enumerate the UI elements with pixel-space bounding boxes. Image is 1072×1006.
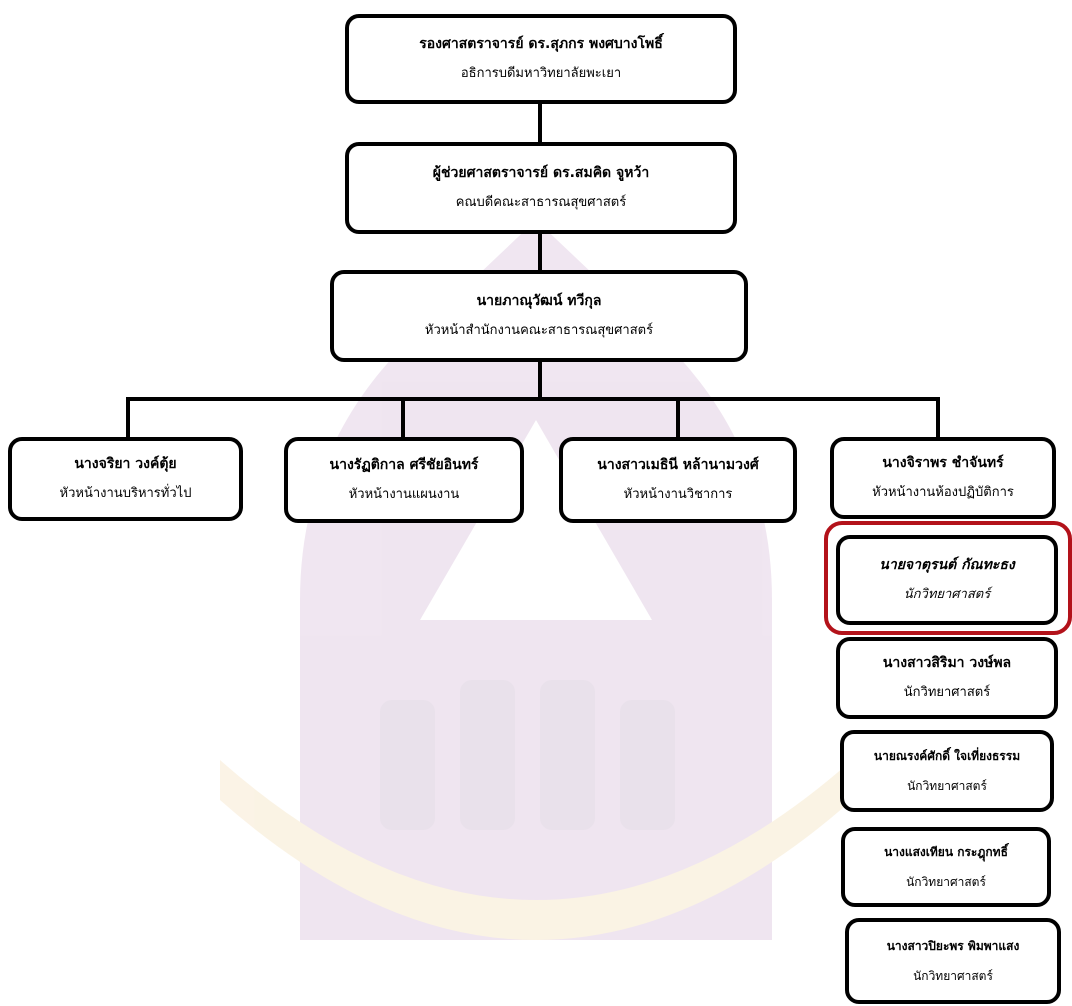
node-name: นายจาตุรนต์ กัณทะธง — [879, 557, 1015, 573]
org-node-university-president: รองศาสตราจารย์ ดร.สุภกร พงศบางโพธิ์ อธิก… — [345, 14, 737, 104]
node-title: หัวหน้างานบริหารทั่วไป — [59, 486, 192, 501]
node-title: หัวหน้างานวิชาการ — [623, 487, 733, 502]
connector-line — [126, 397, 130, 439]
connector-line — [676, 397, 680, 439]
node-name: นางจิราพร ชำจันทร์ — [882, 455, 1004, 471]
node-title: คณบดีคณะสาธารณสุขศาสตร์ — [455, 195, 627, 210]
org-node-lab-staff-2: นางสาวสิริมา วงษ์พล นักวิทยาศาสตร์ — [836, 637, 1058, 719]
node-title: หัวหน้างานแผนงาน — [348, 487, 460, 502]
node-title: นักวิทยาศาสตร์ — [913, 969, 993, 983]
org-node-lab-staff-4: นางแสงเทียน กระฎุกทธิ์ นักวิทยาศาสตร์ — [841, 827, 1051, 907]
node-name: รองศาสตราจารย์ ดร.สุภกร พงศบางโพธิ์ — [419, 36, 663, 52]
node-title: นักวิทยาศาสตร์ — [906, 875, 986, 889]
org-node-lab-staff-1: นายจาตุรนต์ กัณทะธง นักวิทยาศาสตร์ — [836, 535, 1058, 625]
connector-line — [538, 102, 542, 144]
node-name: นายภาณุวัฒน์ ทวีกุล — [476, 293, 602, 309]
connector-line — [538, 360, 542, 400]
node-name: นางจริยา วงค์ตุ้ย — [74, 456, 177, 472]
org-node-division-general-admin: นางจริยา วงค์ตุ้ย หัวหน้างานบริหารทั่วไป — [8, 437, 243, 521]
org-node-office-head: นายภาณุวัฒน์ ทวีกุล หัวหน้าสำนักงานคณะสา… — [330, 270, 748, 362]
org-node-division-planning: นางรัฏติกาล ศรีชัยอินทร์ หัวหน้างานแผนงา… — [284, 437, 524, 523]
highlight-outline — [824, 521, 1072, 635]
node-name: นางสาวสิริมา วงษ์พล — [882, 655, 1012, 671]
node-title: นักวิทยาศาสตร์ — [903, 587, 991, 602]
org-node-division-academic: นางสาวเมธินี หล้านามวงศ์ หัวหน้างานวิชาก… — [559, 437, 797, 523]
org-node-lab-staff-5: นางสาวปิยะพร พิมพาแสง นักวิทยาศาสตร์ — [845, 918, 1061, 1004]
org-node-faculty-dean: ผู้ช่วยศาสตราจารย์ ดร.สมคิด จูหว้า คณบดี… — [345, 142, 737, 234]
node-title: หัวหน้าสำนักงานคณะสาธารณสุขศาสตร์ — [424, 323, 654, 338]
connector-line — [538, 232, 542, 272]
connector-line — [126, 397, 940, 401]
node-name: นางสาวเมธินี หล้านามวงศ์ — [597, 457, 759, 473]
org-node-division-laboratory: นางจิราพร ชำจันทร์ หัวหน้างานห้องปฏิบัติ… — [830, 437, 1056, 519]
connector-line — [936, 397, 940, 439]
node-name: ผู้ช่วยศาสตราจารย์ ดร.สมคิด จูหว้า — [432, 165, 650, 181]
node-title: หัวหน้างานห้องปฏิบัติการ — [872, 485, 1014, 500]
node-title: นักวิทยาศาสตร์ — [903, 685, 991, 700]
org-node-lab-staff-3: นายณรงค์ศักดิ์ ใจเที่ยงธรรม นักวิทยาศาสต… — [840, 730, 1054, 812]
node-name: นางแสงเทียน กระฎุกทธิ์ — [884, 845, 1008, 859]
connector-line — [401, 397, 405, 439]
node-name: นางสาวปิยะพร พิมพาแสง — [886, 939, 1020, 953]
node-title: อธิการบดีมหาวิทยาลัยพะเยา — [460, 66, 622, 81]
node-name: นางรัฏติกาล ศรีชัยอินทร์ — [329, 457, 479, 473]
node-title: นักวิทยาศาสตร์ — [907, 779, 987, 793]
node-name: นายณรงค์ศักดิ์ ใจเที่ยงธรรม — [873, 749, 1021, 763]
